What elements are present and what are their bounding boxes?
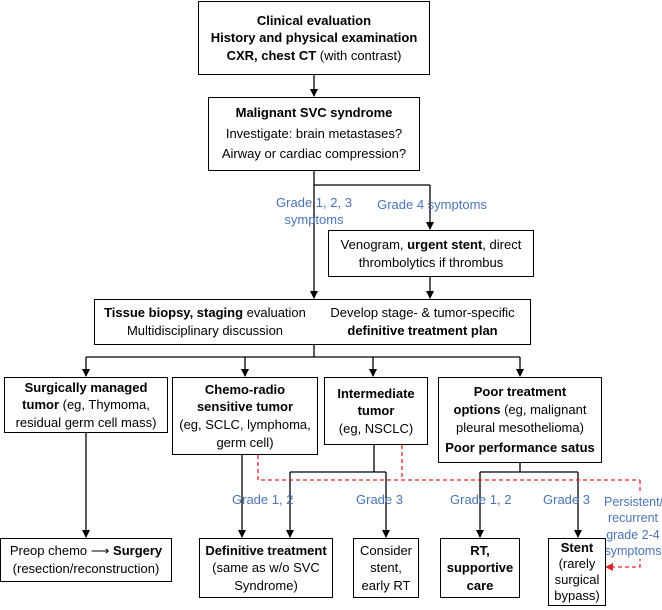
poor-options-rest: (eg, malignant: [500, 401, 587, 417]
label-grade-3-b-text: Grade 3: [543, 492, 590, 507]
chemo-line3: (eg, SCLC, lymphoma,: [179, 417, 311, 432]
definitive-line3: Syndrome): [234, 577, 298, 593]
poor-line2: options (eg, malignant: [454, 401, 587, 419]
label-grade-12-a: Grade 1, 2: [232, 492, 293, 509]
malignant-svc-box: Malignant SVC syndrome Investigate: brai…: [208, 97, 420, 171]
intermediate-line3: (eg, NSCLC): [338, 420, 414, 436]
label-grade-123: Grade 1, 2, 3 symptoms: [268, 195, 360, 229]
tissue-line1: Tissue biopsy, staging evaluation: [104, 304, 306, 322]
stent-line4: bypass): [554, 588, 600, 604]
definitive-line1: Definitive treatment: [205, 542, 327, 558]
surgical-tumor-bold: tumor: [22, 397, 60, 413]
clinical-imaging-bold: CXR, chest CT: [226, 47, 317, 63]
label-persistent-l1: Persistent/: [604, 495, 662, 509]
malignant-title: Malignant SVC syndrome: [235, 104, 393, 120]
stent-line3: surgical: [554, 572, 600, 587]
surgical-line3: residual germ cell mass): [15, 414, 157, 430]
surgical-line1: Surgically managed: [24, 379, 148, 395]
venogram-pre: Venogram,: [340, 236, 408, 252]
surgical-line2: tumor (eg, Thymoma,: [22, 396, 150, 414]
definitive-treatment-box: Definitive treatment (same as w/o SVC Sy…: [199, 538, 333, 598]
develop-plan-section: Develop stage- & tumor-specific definiti…: [315, 300, 530, 344]
label-grade-12-b-text: Grade 1, 2: [450, 492, 512, 507]
venogram-line2: thrombolytics if thrombus: [358, 254, 504, 270]
label-persistent: Persistent/ recurrent grade 2-4 symptoms: [604, 494, 662, 559]
clinical-history: History and physical examination: [210, 30, 418, 46]
clinical-title: Clinical evaluation: [256, 12, 372, 28]
poor-line3: pleural mesothelioma): [456, 419, 584, 435]
label-persistent-l4: symptoms: [604, 543, 662, 558]
clinical-evaluation-box: Clinical evaluation History and physical…: [198, 1, 430, 75]
label-grade-123-l2: symptoms: [284, 211, 344, 227]
venogram-urgent-stent: urgent stent: [407, 236, 483, 252]
label-grade-4: Grade 4 symptoms: [370, 197, 494, 214]
label-grade-3-a-text: Grade 3: [356, 492, 403, 507]
rt-supportive-box: RT, supportive care: [440, 538, 520, 598]
label-grade-4-text: Grade 4 symptoms: [377, 197, 487, 212]
consider-line2: stent,: [370, 560, 402, 576]
consider-stent-box: Consider stent, early RT: [353, 538, 419, 598]
label-grade-123-l1: Grade 1, 2, 3: [276, 195, 352, 210]
rt-line1: RT,: [470, 542, 490, 558]
stent-line2: (rarely: [558, 555, 596, 571]
clinical-imaging: CXR, chest CT (with contrast): [227, 47, 402, 65]
dashed-path-chemo: [257, 455, 640, 481]
preop-arrow: ⟶: [90, 543, 110, 559]
preop-surgery-box: Preop chemo ⟶ Surgery (resection/reconst…: [0, 538, 172, 582]
rt-line2: supportive: [446, 560, 514, 576]
label-persistent-l3: grade 2-4: [606, 527, 660, 542]
poor-line4: Poor performance satus: [445, 440, 595, 456]
preop-line1: Preop chemo ⟶ Surgery: [10, 542, 162, 560]
label-grade-12-a-text: Grade 1, 2: [232, 492, 294, 507]
label-grade-12-b: Grade 1, 2: [450, 492, 511, 509]
surgical-tumor-rest: (eg, Thymoma,: [59, 397, 150, 413]
preop-pre: Preop chemo: [9, 543, 91, 559]
preop-surgery-bold: Surgery: [109, 543, 163, 559]
consider-line1: Consider: [359, 542, 413, 558]
chemo-line1: Chemo-radio: [204, 381, 286, 397]
label-grade-3-a: Grade 3: [356, 492, 403, 509]
chemo-radio-box: Chemo-radio sensitive tumor (eg, SCLC, l…: [172, 377, 318, 455]
poor-line1: Poor treatment: [473, 384, 567, 400]
tissue-plan-box: Tissue biopsy, staging evaluation Multid…: [94, 299, 531, 345]
tissue-biopsy-section: Tissue biopsy, staging evaluation Multid…: [95, 300, 315, 344]
rt-line3: care: [466, 577, 494, 593]
venogram-box: Venogram, urgent stent, direct thromboly…: [328, 230, 534, 277]
clinical-imaging-rest: (with contrast): [316, 47, 402, 63]
malignant-brain: Investigate: brain metastases?: [225, 125, 403, 141]
tissue-line2: Multidisciplinary discussion: [126, 323, 284, 338]
tissue-biopsy-bold: Tissue biopsy, staging: [104, 305, 244, 321]
definitive-line2: (same as w/o SVC: [212, 560, 320, 576]
poor-options-bold: options: [453, 401, 501, 417]
label-grade-3-b: Grade 3: [543, 492, 590, 509]
intermediate-line1: Intermediate: [337, 385, 415, 401]
surgical-tumor-box: Surgically managed tumor (eg, Thymoma, r…: [4, 377, 168, 433]
intermediate-line2: tumor: [357, 403, 395, 419]
label-persistent-l2: recurrent: [607, 511, 659, 526]
poor-options-box: Poor treatment options (eg, malignant pl…: [438, 377, 602, 463]
venogram-post: , direct: [482, 236, 522, 252]
malignant-airway: Airway or cardiac compression?: [221, 146, 407, 162]
chemo-line4: germ cell): [216, 434, 274, 450]
chemo-line2: sensitive tumor: [196, 399, 294, 415]
tissue-biopsy-rest: evaluation: [243, 305, 306, 321]
intermediate-tumor-box: Intermediate tumor (eg, NSCLC): [324, 377, 428, 445]
develop-line1: Develop stage- & tumor-specific: [330, 305, 515, 321]
consider-line3: early RT: [361, 577, 411, 593]
stent-line1: Stent: [560, 539, 594, 555]
develop-line2: definitive treatment plan: [347, 323, 498, 338]
preop-line2: (resection/reconstruction): [12, 561, 160, 576]
stent-box: Stent (rarely surgical bypass): [548, 538, 606, 606]
venogram-line1: Venogram, urgent stent, direct: [341, 236, 522, 254]
